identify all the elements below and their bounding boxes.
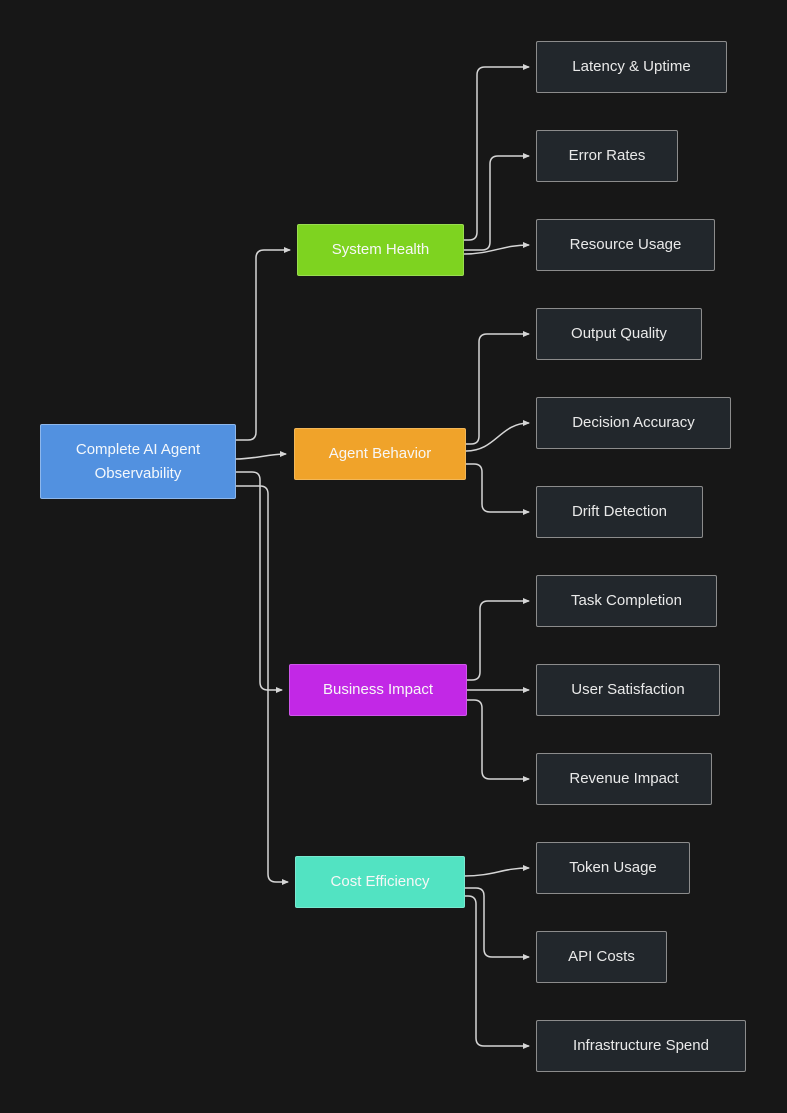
edge-agent-behavior-drift-detection	[466, 463, 530, 515]
node-branch-agent-behavior: Agent Behavior	[294, 428, 466, 480]
edge-cost-efficiency-token-usage	[463, 865, 530, 877]
node-leaf-decision-accuracy: Decision Accuracy	[536, 397, 731, 449]
edge-root-business-impact	[236, 471, 283, 693]
edge-business-impact-task-completion	[467, 598, 530, 681]
node-leaf-drift-detection: Drift Detection	[536, 486, 703, 538]
edge-system-health-resource-usage	[463, 242, 530, 255]
node-branch-business-impact: Business Impact	[289, 664, 467, 716]
node-leaf-resource-usage: Resource Usage	[536, 219, 715, 271]
edge-system-health-error-rates	[464, 153, 530, 251]
node-leaf-infrastructure-spend: Infrastructure Spend	[536, 1020, 746, 1072]
node-leaf-task-completion: Task Completion	[536, 575, 717, 627]
node-branch-cost-efficiency: Cost Efficiency	[295, 856, 465, 908]
edge-root-system-health	[236, 247, 291, 441]
edge-cost-efficiency-infrastructure-spend	[464, 895, 530, 1049]
edge-root-cost-efficiency	[236, 485, 289, 885]
edge-root-agent-behavior	[235, 451, 287, 460]
node-leaf-user-satisfaction: User Satisfaction	[536, 664, 720, 716]
node-leaf-token-usage: Token Usage	[536, 842, 690, 894]
edge-agent-behavior-decision-accuracy	[465, 420, 530, 452]
node-leaf-revenue-impact: Revenue Impact	[536, 753, 712, 805]
node-leaf-latency-uptime: Latency & Uptime	[536, 41, 727, 93]
node-leaf-output-quality: Output Quality	[536, 308, 702, 360]
edge-system-health-latency-uptime	[464, 64, 530, 241]
node-leaf-api-costs: API Costs	[536, 931, 667, 983]
edge-cost-efficiency-api-costs	[464, 887, 530, 960]
edge-agent-behavior-output-quality	[466, 331, 530, 445]
node-branch-system-health: System Health	[297, 224, 464, 276]
edge-business-impact-revenue-impact	[467, 699, 530, 782]
node-root-complete-ai-agent-observability: Complete AI Agent Observability	[40, 424, 236, 499]
node-leaf-error-rates: Error Rates	[536, 130, 678, 182]
